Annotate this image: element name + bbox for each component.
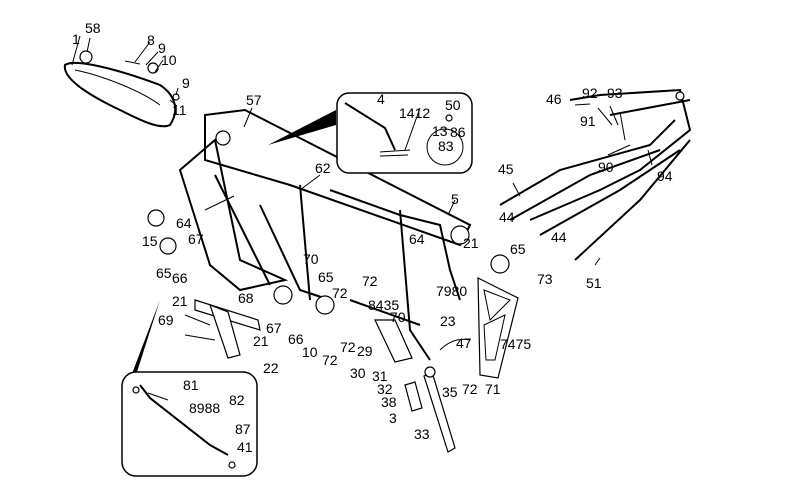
callout-44: 44: [551, 229, 567, 245]
callout-8988: 8988: [189, 400, 220, 416]
callout-9: 9: [158, 40, 166, 56]
skid-plate-part: [477, 254, 519, 379]
leader-lines: [71, 35, 653, 266]
damper-65-part: [315, 295, 335, 315]
inset-detail-bottom: [121, 371, 258, 477]
callout-44: 44: [499, 209, 515, 225]
callout-71: 71: [485, 381, 501, 397]
inset-pointer-top: [268, 110, 336, 145]
front-guard-part: [63, 50, 180, 128]
callout-47: 47: [456, 335, 472, 351]
bushing-10-part: [147, 62, 159, 74]
inset-detail-top: [336, 92, 473, 174]
callout-72: 72: [462, 381, 478, 397]
callout-23: 23: [440, 313, 456, 329]
callout-70: 70: [390, 309, 406, 325]
callout-1: 1: [72, 31, 80, 47]
callout-21: 21: [253, 333, 269, 349]
callout-92: 92: [582, 85, 598, 101]
callout-labels: 1 58 8 9 10 9 11 57 4 1412 50 13 86 83 6…: [72, 20, 673, 455]
callout-21: 21: [172, 293, 188, 309]
callout-94: 94: [657, 168, 673, 184]
callout-15: 15: [142, 233, 158, 249]
callout-64: 64: [176, 215, 192, 231]
callout-83: 83: [438, 138, 454, 154]
damper-65-part: [159, 237, 177, 255]
callout-1412: 1412: [399, 105, 430, 121]
callout-93: 93: [607, 85, 623, 101]
callout-13: 13: [432, 123, 448, 139]
callout-70: 70: [303, 251, 319, 267]
callout-58: 58: [85, 20, 101, 36]
callout-35: 35: [442, 384, 458, 400]
callout-65: 65: [510, 241, 526, 257]
callout-32: 32: [377, 381, 393, 397]
callout-64: 64: [409, 231, 425, 247]
callout-10: 10: [161, 52, 177, 68]
callout-82: 82: [229, 392, 245, 408]
side-stand-part: [374, 319, 471, 453]
bushing-58-part: [79, 50, 93, 64]
callout-30: 30: [350, 365, 366, 381]
callout-33: 33: [414, 426, 430, 442]
callout-66: 66: [172, 270, 188, 286]
footpeg-bracket-part: [147, 209, 335, 359]
callout-46: 46: [546, 91, 562, 107]
callout-67: 67: [266, 320, 282, 336]
callout-7980: 7980: [436, 283, 467, 299]
callout-72: 72: [340, 339, 356, 355]
callout-90: 90: [598, 159, 614, 175]
callout-57: 57: [246, 92, 262, 108]
callout-31: 31: [372, 368, 388, 384]
spring-3-part: [404, 381, 423, 412]
callout-81: 81: [183, 377, 199, 393]
callout-86: 86: [450, 124, 466, 140]
callout-8435: 8435: [368, 297, 399, 313]
callout-4: 4: [377, 91, 385, 107]
callout-38: 38: [381, 394, 397, 410]
callout-11: 11: [172, 102, 187, 118]
callout-29: 29: [357, 343, 373, 359]
callout-66: 66: [288, 331, 304, 347]
callout-72: 72: [362, 273, 378, 289]
callout-5: 5: [451, 191, 459, 207]
damper-65-part: [490, 254, 510, 274]
callout-68: 68: [238, 290, 254, 306]
callout-7475: 7475: [500, 336, 531, 352]
callout-65: 65: [318, 269, 334, 285]
callout-67: 67: [188, 231, 204, 247]
callout-91: 91: [580, 113, 596, 129]
callout-72: 72: [322, 352, 338, 368]
callout-10: 10: [302, 344, 318, 360]
callout-65: 65: [156, 265, 172, 281]
callout-21: 21: [463, 235, 479, 251]
callout-8: 8: [147, 32, 155, 48]
callout-22: 22: [263, 360, 279, 376]
callout-45: 45: [498, 161, 514, 177]
callout-3: 3: [389, 410, 397, 426]
bushing-15-part: [147, 209, 165, 227]
callout-51: 51: [586, 275, 602, 291]
callout-73: 73: [537, 271, 553, 287]
callout-41: 41: [237, 439, 253, 455]
callout-72: 72: [332, 285, 348, 301]
callout-87: 87: [235, 421, 251, 437]
main-frame-part: [178, 108, 472, 361]
callout-69: 69: [158, 312, 174, 328]
callout-50: 50: [445, 97, 461, 113]
rear-subframe-part: [499, 88, 692, 261]
callout-62: 62: [315, 160, 331, 176]
callout-9: 9: [182, 75, 190, 91]
